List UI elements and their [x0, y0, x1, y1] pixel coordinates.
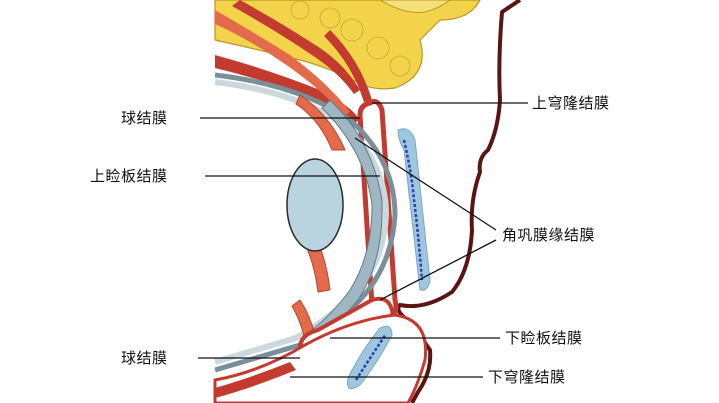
upper-muscle-bands [215, 0, 372, 124]
leader-line-limbal-b [379, 239, 497, 301]
lower-muscle-band [215, 362, 296, 398]
label-superior-fornix-conjunctiva: 上穹隆结膜 [532, 94, 610, 112]
leader-lines [198, 102, 528, 378]
label-upper-tarsal-conjunctiva: 上睑板结膜 [90, 167, 168, 185]
leader-line-limbal-a [354, 137, 497, 231]
label-limbal-conjunctiva: 角巩膜缘结膜 [502, 226, 596, 244]
upper-tarsal-gland [397, 128, 431, 291]
label-lower-tarsal-conjunctiva: 下睑板结膜 [505, 329, 583, 347]
label-bulbar-conjunctiva-lower: 球结膜 [121, 349, 168, 367]
label-inferior-fornix-conjunctiva: 下穹隆结膜 [488, 368, 566, 386]
lens [286, 158, 344, 252]
label-bulbar-conjunctiva-upper: 球结膜 [121, 109, 168, 127]
